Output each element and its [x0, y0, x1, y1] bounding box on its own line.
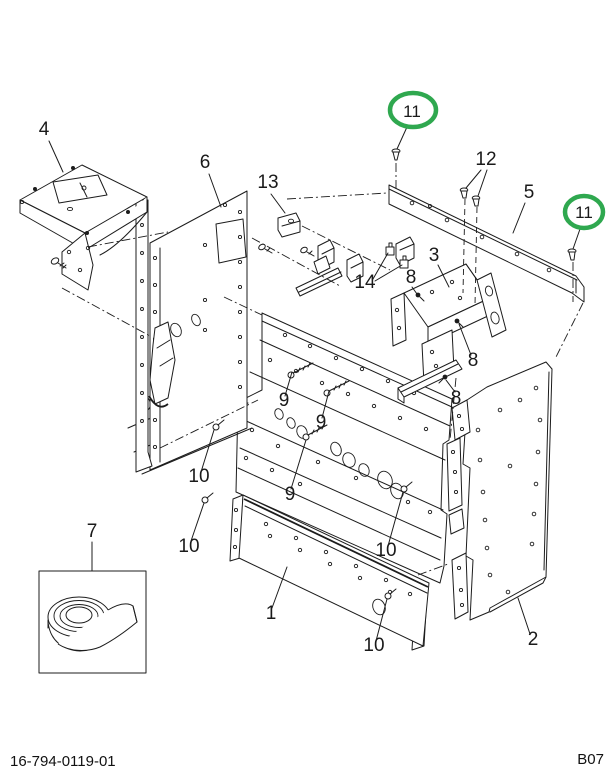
upper-channel-brackets [295, 236, 415, 297]
part-1-lower-panel [229, 494, 430, 647]
leader-lines [48, 126, 581, 642]
callout-labels: 4 6 13 11 12 5 11 14 3 8 8 8 9 9 9 10 10… [39, 102, 593, 656]
sheet-code: B07 [577, 751, 604, 768]
callout-7: 7 [87, 521, 98, 542]
stud-9-icons [287, 362, 350, 441]
callout-10c: 10 [375, 540, 396, 561]
part-4-hood-bracket [19, 164, 148, 291]
edge-tab-strips [411, 399, 471, 651]
callout-10a: 10 [188, 466, 209, 487]
callout-3: 3 [429, 245, 440, 266]
callout-9c: 9 [285, 484, 296, 505]
part-6-mounting-panel [149, 190, 248, 471]
highlight-circle-right [562, 193, 606, 231]
screw-12-icons [459, 187, 481, 207]
callout-10b: 10 [178, 536, 199, 557]
callout-11-right: 11 [575, 203, 593, 222]
screw-8-icons [415, 292, 464, 384]
part-5-angle-rail [388, 184, 585, 303]
callout-8c: 8 [451, 388, 462, 409]
callout-12: 12 [475, 149, 496, 170]
highlight-circles [387, 90, 606, 231]
callout-1: 1 [266, 603, 277, 624]
part-13-clip-bracket [277, 212, 301, 238]
screw-10-icons [201, 419, 413, 600]
callout-13: 13 [257, 172, 278, 193]
doc-number: 16-794-0119-01 [10, 753, 116, 770]
part-2-rear-panel [462, 361, 553, 621]
screw-4-icon [50, 257, 67, 269]
callout-14: 14 [354, 272, 376, 293]
callout-4: 4 [39, 119, 50, 140]
grommet-roll-illustration [47, 596, 138, 652]
callout-9b: 9 [316, 412, 327, 433]
part-7-inset [38, 570, 147, 674]
screw-11-left-icon [391, 148, 401, 161]
callout-10d: 10 [363, 635, 384, 656]
callout-6: 6 [200, 152, 211, 173]
support-leg-and-strap [135, 199, 176, 473]
screw-13-icons [258, 243, 315, 257]
screw-11-right-icon [567, 248, 577, 261]
callout-2: 2 [528, 629, 539, 650]
callout-9a: 9 [279, 390, 290, 411]
callout-11-left: 11 [403, 102, 421, 121]
callout-8b: 8 [468, 350, 479, 371]
callout-8a: 8 [406, 267, 417, 288]
construction-lines [61, 163, 584, 576]
callout-5: 5 [524, 182, 535, 203]
highlight-circle-left [387, 90, 439, 130]
